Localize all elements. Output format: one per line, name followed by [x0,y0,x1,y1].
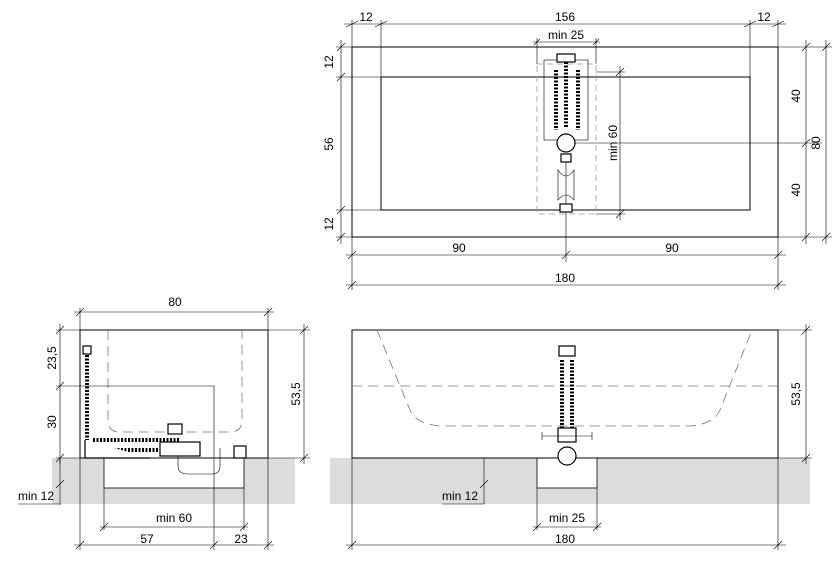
side-tub-outline [79,329,269,459]
dim-mixer-gap: min 25 [548,28,584,42]
top-dims-horizontal: 12 156 12 min 25 [344,10,786,77]
dim-top-lower: 12 [322,217,336,231]
dim-side-base-left: 57 [140,532,154,546]
dim-top-total-depth: 80 [809,136,823,150]
top-view: 12 156 12 min 25 12 56 12 min 60 40 40 [322,10,832,290]
side-pit [103,457,245,489]
dim-top-inner-width: 156 [555,10,575,24]
dim-top-mid: 56 [322,137,336,151]
dim-top-half-lower: 40 [789,183,803,197]
dim-top-half-left: 90 [452,241,466,255]
dim-front-length: 180 [555,532,575,546]
dim-top-upper: 12 [322,55,336,69]
dim-side-base-right: 23 [234,532,248,546]
top-dims-riser: min 60 [596,66,625,220]
top-dims-bottom: 90 90 180 [346,237,786,290]
dim-side-min-pit: min 60 [156,511,192,525]
dim-side-min-depth: min 12 [18,489,54,503]
top-dims-right: 40 40 80 [778,40,832,244]
dim-top-right: 12 [757,10,771,24]
top-dims-left: 12 56 12 [322,40,381,244]
dim-front-pit-width: min 25 [549,511,585,525]
dim-top-half-upper: 40 [789,89,803,103]
front-riser [541,345,593,466]
dim-top-total-length: 180 [555,271,575,285]
side-view: 80 23,5 30 53,5 min 12 min 60 57 23 [18,295,310,550]
dim-front-height: 53,5 [789,382,803,406]
dim-top-left: 12 [359,10,373,24]
dim-side-upper: 23,5 [45,346,59,370]
tub-outer-outline [351,46,779,238]
dim-top-half-right: 90 [665,241,679,255]
dim-front-min-depth: min 12 [442,489,478,503]
dim-side-width: 80 [168,295,182,309]
dim-riser-height: min 60 [606,125,620,161]
dim-side-height: 53,5 [289,382,303,406]
riser-top [536,53,597,215]
front-view: 53,5 min 12 min 25 180 [330,324,812,550]
dim-side-lower: 30 [45,415,59,429]
side-plumbing [82,345,247,475]
